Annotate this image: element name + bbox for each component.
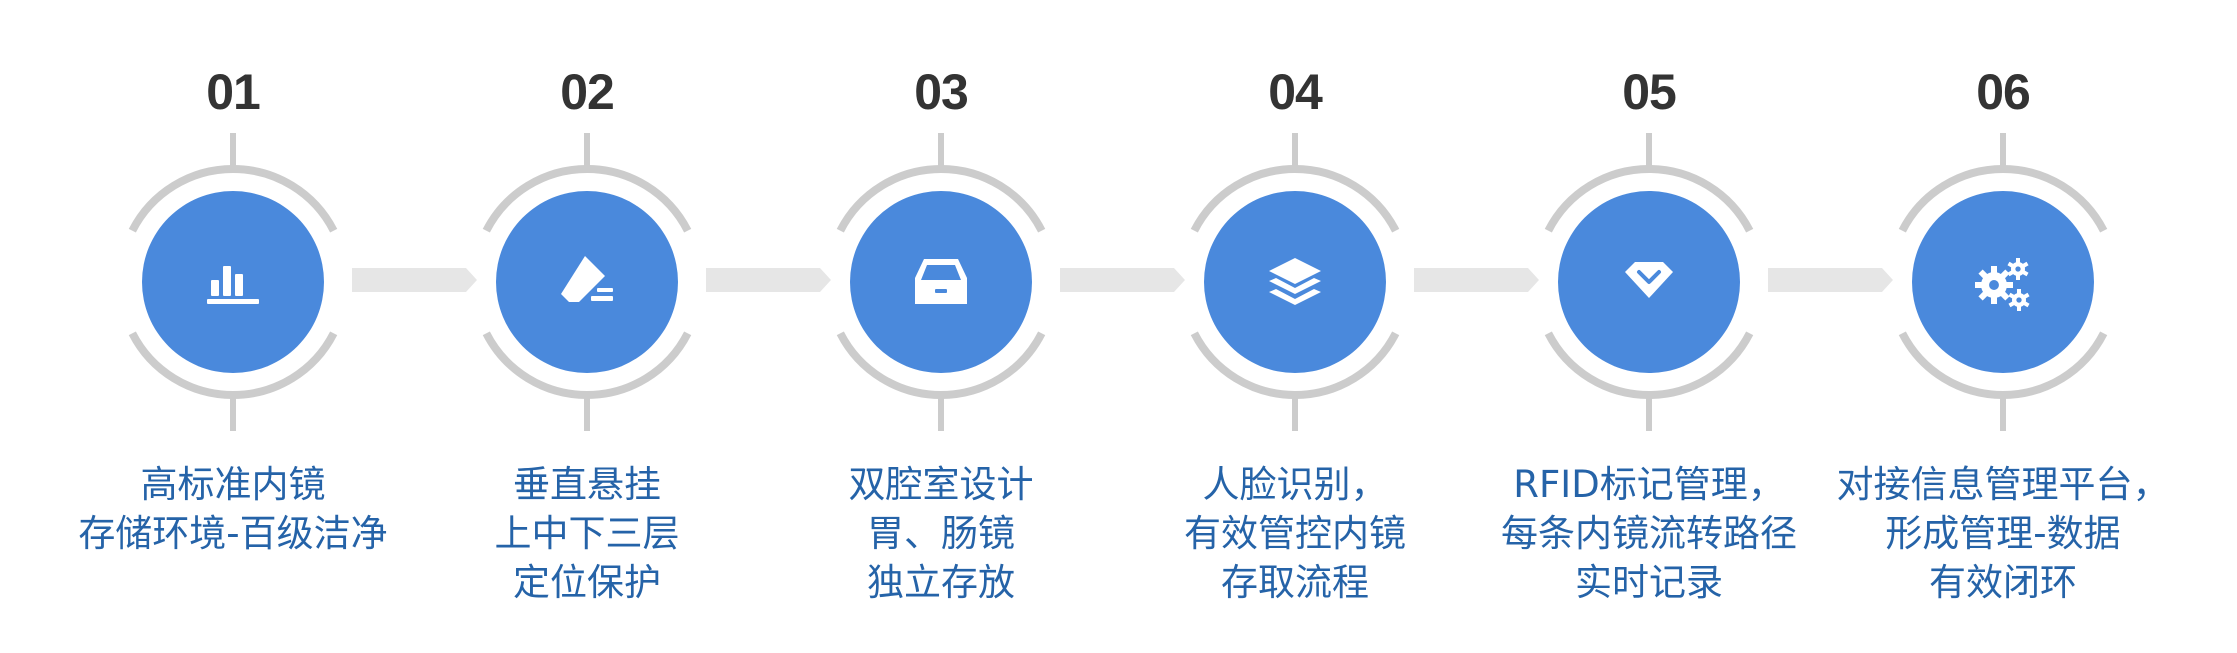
caption-line: RFID标记管理，	[1513, 463, 1785, 506]
caption-line: 双腔室设计	[848, 463, 1034, 506]
bottom-connector-line	[230, 398, 236, 431]
ring-arc-bottom	[1898, 331, 2108, 399]
step-5	[1544, 133, 1754, 431]
top-connector-line	[2000, 133, 2006, 166]
ring-arc-top	[1190, 165, 1400, 233]
step-number-2: 02	[560, 64, 615, 120]
step-1	[128, 133, 338, 431]
ring-arc-top	[1544, 165, 1754, 233]
bottom-connector-line	[938, 398, 944, 431]
ring-arc-bottom	[1190, 331, 1400, 399]
eraser-icon	[561, 256, 613, 302]
step-6	[1898, 133, 2108, 431]
step-number-4: 04	[1268, 64, 1323, 120]
diamond-icon	[1625, 262, 1673, 298]
step-number-1: 01	[206, 64, 261, 120]
ring-arc-top	[1898, 165, 2108, 233]
step-3	[836, 133, 1046, 431]
arrow-connector	[1768, 268, 1893, 292]
top-connector-line	[938, 133, 944, 166]
ring-arc-top	[128, 165, 338, 233]
arrow-connector	[352, 268, 477, 292]
step-circle	[142, 191, 324, 373]
caption-line: 有效管控内镜	[1184, 512, 1406, 555]
bar-chart-icon	[207, 266, 259, 304]
top-connector-line	[584, 133, 590, 166]
caption-line: 存取流程	[1221, 561, 1369, 604]
step-caption-3: 双腔室设计 胃、肠镜 独立存放	[771, 460, 1111, 607]
caption-line: 胃、肠镜	[867, 512, 1015, 555]
caption-line: 对接信息管理平台，	[1836, 463, 2170, 506]
top-connector-line	[1646, 133, 1652, 166]
arrow-connector	[706, 268, 831, 292]
step-caption-4: 人脸识别， 有效管控内镜 存取流程	[1125, 460, 1465, 607]
caption-line: 独立存放	[867, 561, 1015, 604]
step-caption-5: RFID标记管理， 每条内镜流转路径 实时记录	[1479, 460, 1819, 607]
step-number-5: 05	[1622, 64, 1677, 120]
ring-arc-bottom	[1544, 331, 1754, 399]
caption-line: 高标准内镜	[140, 463, 326, 506]
step-number-3: 03	[914, 64, 969, 120]
caption-line: 上中下三层	[494, 512, 680, 555]
ring-arc-bottom	[836, 331, 1046, 399]
inbox-tray-icon	[915, 259, 967, 304]
layers-icon	[1269, 258, 1321, 305]
caption-line: 每条内镜流转路径	[1501, 512, 1797, 555]
top-connector-line	[230, 133, 236, 166]
caption-line: 存储环境-百级洁净	[78, 512, 388, 555]
bottom-connector-line	[1646, 398, 1652, 431]
caption-line: 垂直悬挂	[513, 463, 661, 506]
ring-arc-top	[482, 165, 692, 233]
step-caption-2: 垂直悬挂 上中下三层 定位保护	[417, 460, 757, 607]
bottom-connector-line	[1292, 398, 1298, 431]
caption-line: 人脸识别，	[1202, 463, 1388, 506]
step-2	[482, 133, 692, 431]
step-number-6: 06	[1976, 64, 2031, 120]
ring-arc-top	[836, 165, 1046, 233]
top-connector-line	[1292, 133, 1298, 166]
arrow-connector	[1414, 268, 1539, 292]
ring-arc-bottom	[128, 331, 338, 399]
bottom-connector-line	[584, 398, 590, 431]
arrow-connector	[1060, 268, 1185, 292]
caption-line: 有效闭环	[1929, 561, 2077, 604]
step-4	[1190, 133, 1400, 431]
step-caption-1: 高标准内镜 存储环境-百级洁净	[63, 460, 403, 558]
bottom-connector-line	[2000, 398, 2006, 431]
gears-icon	[1975, 258, 2030, 311]
step-caption-6: 对接信息管理平台， 形成管理-数据 有效闭环	[1833, 460, 2173, 607]
ring-arc-bottom	[482, 331, 692, 399]
caption-line: 定位保护	[513, 561, 661, 604]
caption-line: 形成管理-数据	[1885, 512, 2121, 555]
caption-line: 实时记录	[1575, 561, 1723, 604]
